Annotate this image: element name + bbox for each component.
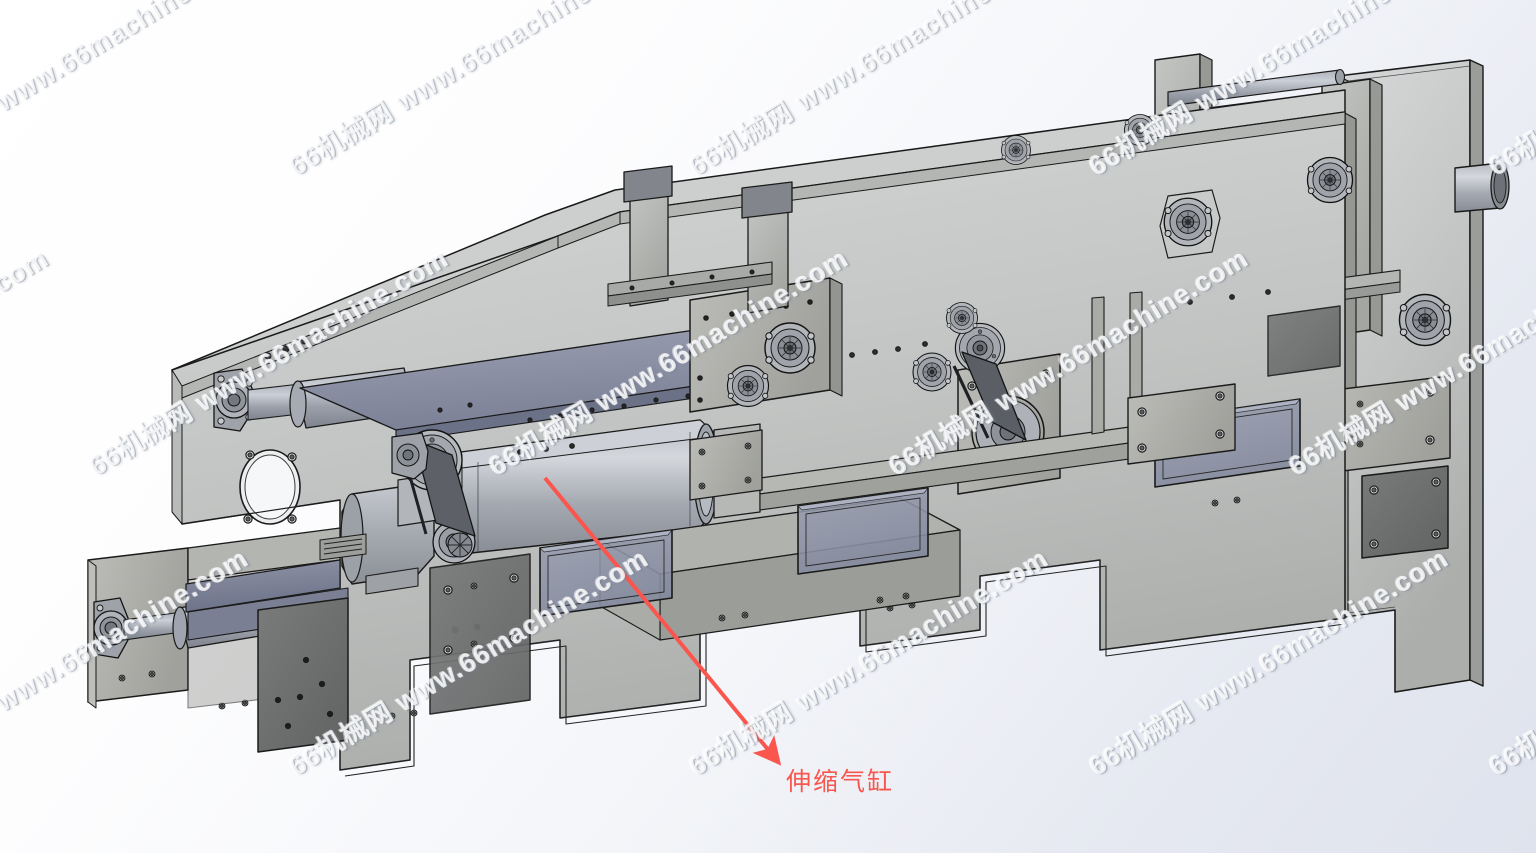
annotation-label: 伸缩气缸: [786, 768, 895, 796]
annotation-arrow: [543, 476, 782, 766]
left-drive-unit: [340, 429, 476, 595]
mid-bracket-plates: [689, 305, 1341, 501]
flange-bearing-left: [93, 597, 129, 659]
lower-left-dark-plate: [257, 597, 349, 753]
outfeed-bracket: [87, 527, 349, 709]
frame-bottom-edges: [181, 499, 1346, 618]
center-drive-cluster: [607, 165, 843, 413]
upper-servo-motors: [946, 114, 1452, 347]
center-dark-plate: [429, 553, 531, 715]
left-top-details: [319, 533, 367, 561]
viewport-window: [239, 449, 301, 525]
